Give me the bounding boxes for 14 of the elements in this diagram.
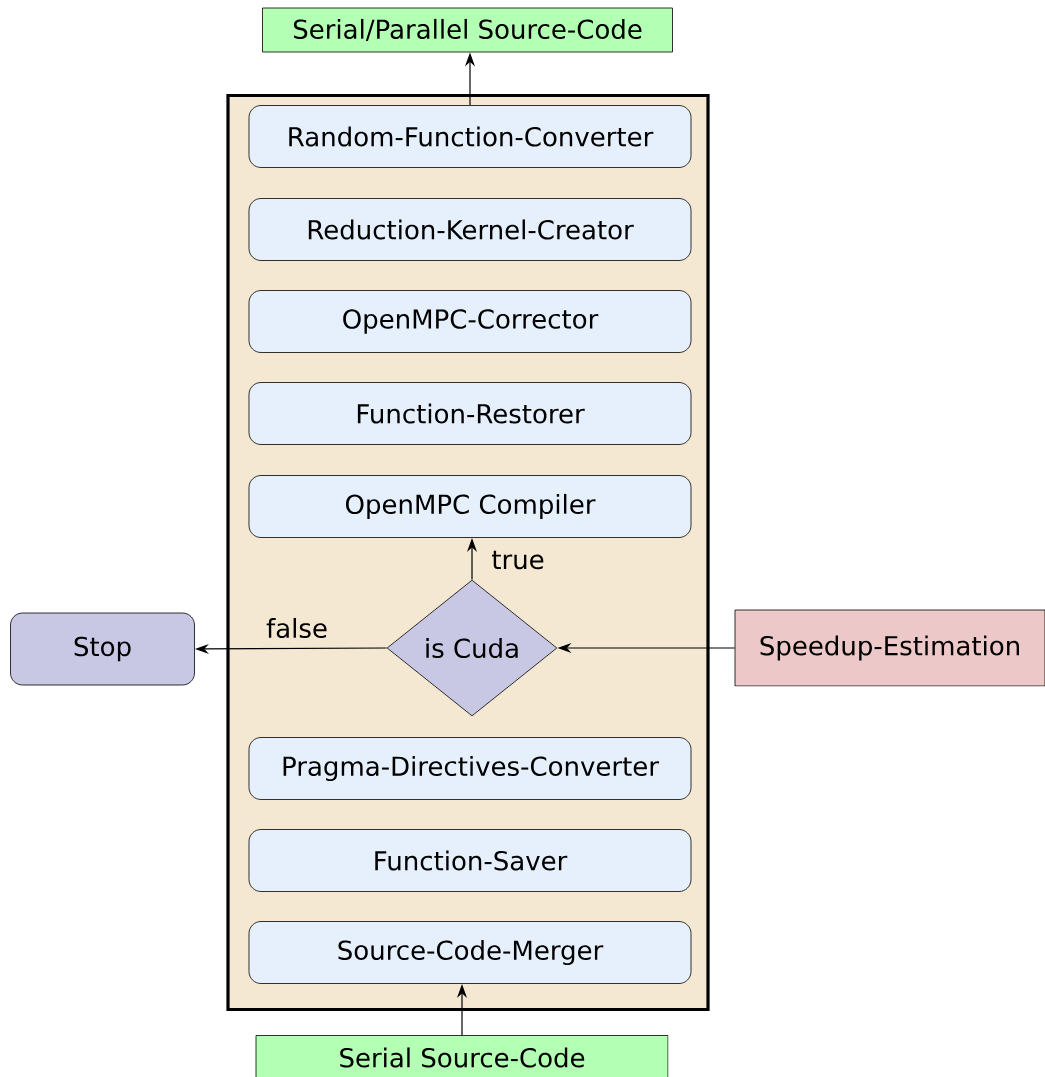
- process-box: OpenMPC-Corrector: [248, 290, 692, 353]
- process-box: Random-Function-Converter: [248, 105, 692, 168]
- edge-label: false: [264, 615, 330, 641]
- process-box: Speedup-Estimation: [734, 609, 1045, 687]
- process-box: Function-Saver: [248, 829, 692, 892]
- process-box: Source-Code-Merger: [248, 921, 692, 984]
- process-box: Serial Source-Code: [255, 1035, 669, 1077]
- edge-label: true: [489, 548, 547, 572]
- process-box: Pragma-Directives-Converter: [248, 737, 692, 800]
- process-box: Stop: [10, 612, 195, 686]
- process-box: Function-Restorer: [248, 382, 692, 445]
- process-box: OpenMPC Compiler: [248, 475, 692, 538]
- process-box: Serial/Parallel Source-Code: [262, 7, 673, 53]
- process-box: Reduction-Kernel-Creator: [248, 198, 692, 261]
